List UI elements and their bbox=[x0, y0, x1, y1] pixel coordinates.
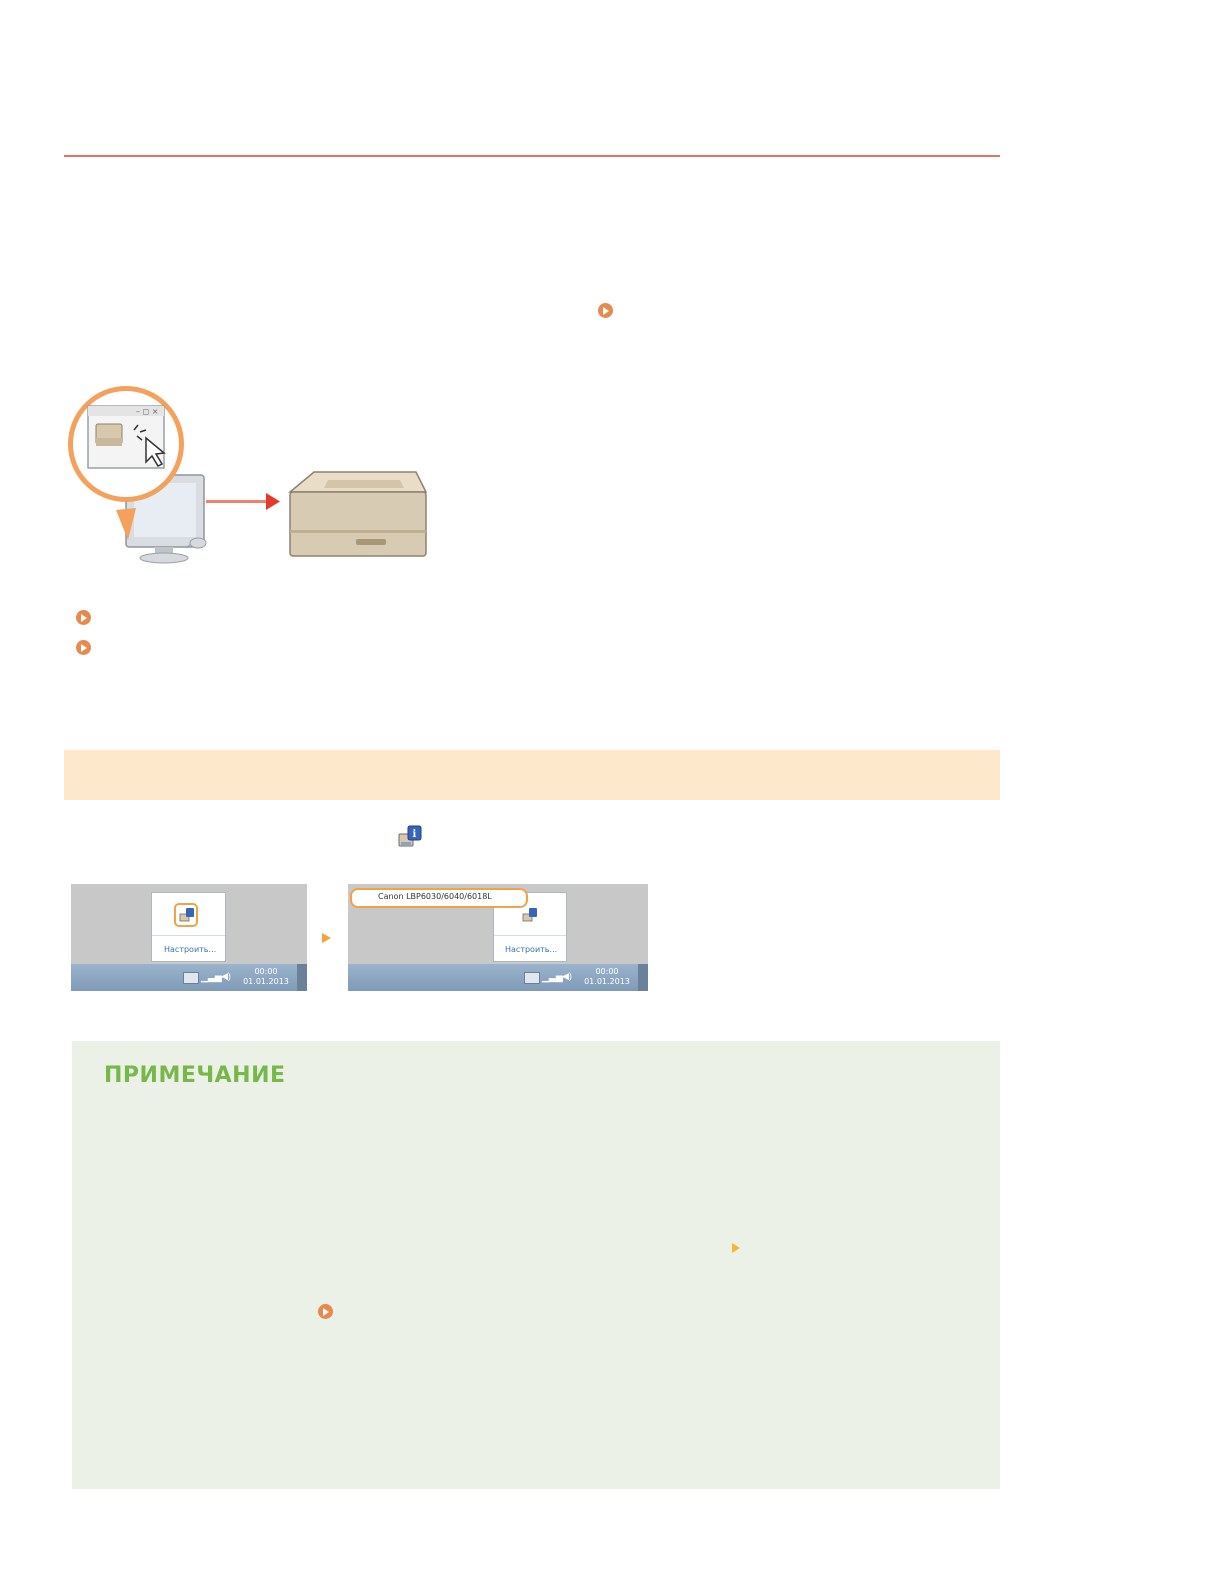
step-arrow-icon bbox=[732, 1243, 740, 1253]
clock-time: 00:00 bbox=[254, 967, 278, 976]
note-title: ПРИМЕЧАНИЕ bbox=[104, 1063, 286, 1088]
popup-separator bbox=[152, 935, 225, 936]
volume-icon[interactable]: ◀) bbox=[221, 971, 231, 981]
configure-link[interactable]: Настроить... bbox=[164, 945, 217, 954]
network-signal-icon[interactable]: ▁▃▅ bbox=[542, 972, 563, 982]
printer-status-tray-icon[interactable] bbox=[522, 907, 538, 923]
clock-date: 01.01.2013 bbox=[584, 977, 630, 986]
action-center-icon[interactable] bbox=[183, 972, 199, 984]
network-signal-icon[interactable]: ▁▃▅ bbox=[201, 972, 222, 982]
volume-icon[interactable]: ◀) bbox=[562, 971, 572, 981]
send-arrow-icon bbox=[206, 493, 280, 510]
note-box bbox=[72, 1041, 1000, 1489]
configure-link[interactable]: Настроить... bbox=[505, 945, 558, 954]
popup-separator bbox=[494, 935, 566, 936]
show-desktop-button[interactable] bbox=[297, 964, 307, 991]
link-arrow-icon[interactable] bbox=[76, 640, 91, 655]
link-arrow-icon[interactable] bbox=[318, 1304, 333, 1319]
printer-status-tray-icon[interactable] bbox=[179, 907, 195, 923]
tray-icon-highlight bbox=[174, 903, 198, 927]
tray-popup: Настроить... bbox=[151, 892, 226, 962]
printer-menu-screenshot: Настроить... Canon LBP6030/6040/6018L ▁▃… bbox=[348, 884, 648, 991]
app-window-callout-icon: – ◻ × bbox=[68, 386, 184, 540]
section-heading-band bbox=[64, 750, 1000, 800]
taskbar-clock[interactable]: 00:00 01.01.2013 bbox=[582, 967, 632, 987]
svg-text:i: i bbox=[413, 829, 417, 840]
printer-menu-item[interactable]: Canon LBP6030/6040/6018L bbox=[350, 888, 528, 908]
taskbar-clock[interactable]: 00:00 01.01.2013 bbox=[241, 967, 291, 987]
svg-text:– ◻ ×: – ◻ × bbox=[136, 407, 158, 416]
link-arrow-icon[interactable] bbox=[76, 610, 91, 625]
printer-icon bbox=[287, 471, 428, 557]
clock-time: 00:00 bbox=[595, 967, 619, 976]
step-arrow-icon bbox=[322, 933, 331, 943]
computer-to-printer-illustration: – ◻ × bbox=[68, 386, 428, 564]
taskbar: ▁▃▅ ◀) 00:00 01.01.2013 bbox=[71, 964, 307, 991]
tray-popup-screenshot: Настроить... ▁▃▅ ◀) 00:00 01.01.2013 bbox=[71, 884, 307, 991]
printer-status-tray-icon[interactable]: i bbox=[398, 824, 424, 850]
action-center-icon[interactable] bbox=[524, 972, 540, 984]
clock-date: 01.01.2013 bbox=[243, 977, 289, 986]
link-arrow-icon[interactable] bbox=[598, 303, 613, 318]
show-desktop-button[interactable] bbox=[638, 964, 648, 991]
taskbar: ▁▃▅ ◀) 00:00 01.01.2013 bbox=[348, 964, 648, 991]
heading-rule bbox=[64, 155, 1000, 157]
